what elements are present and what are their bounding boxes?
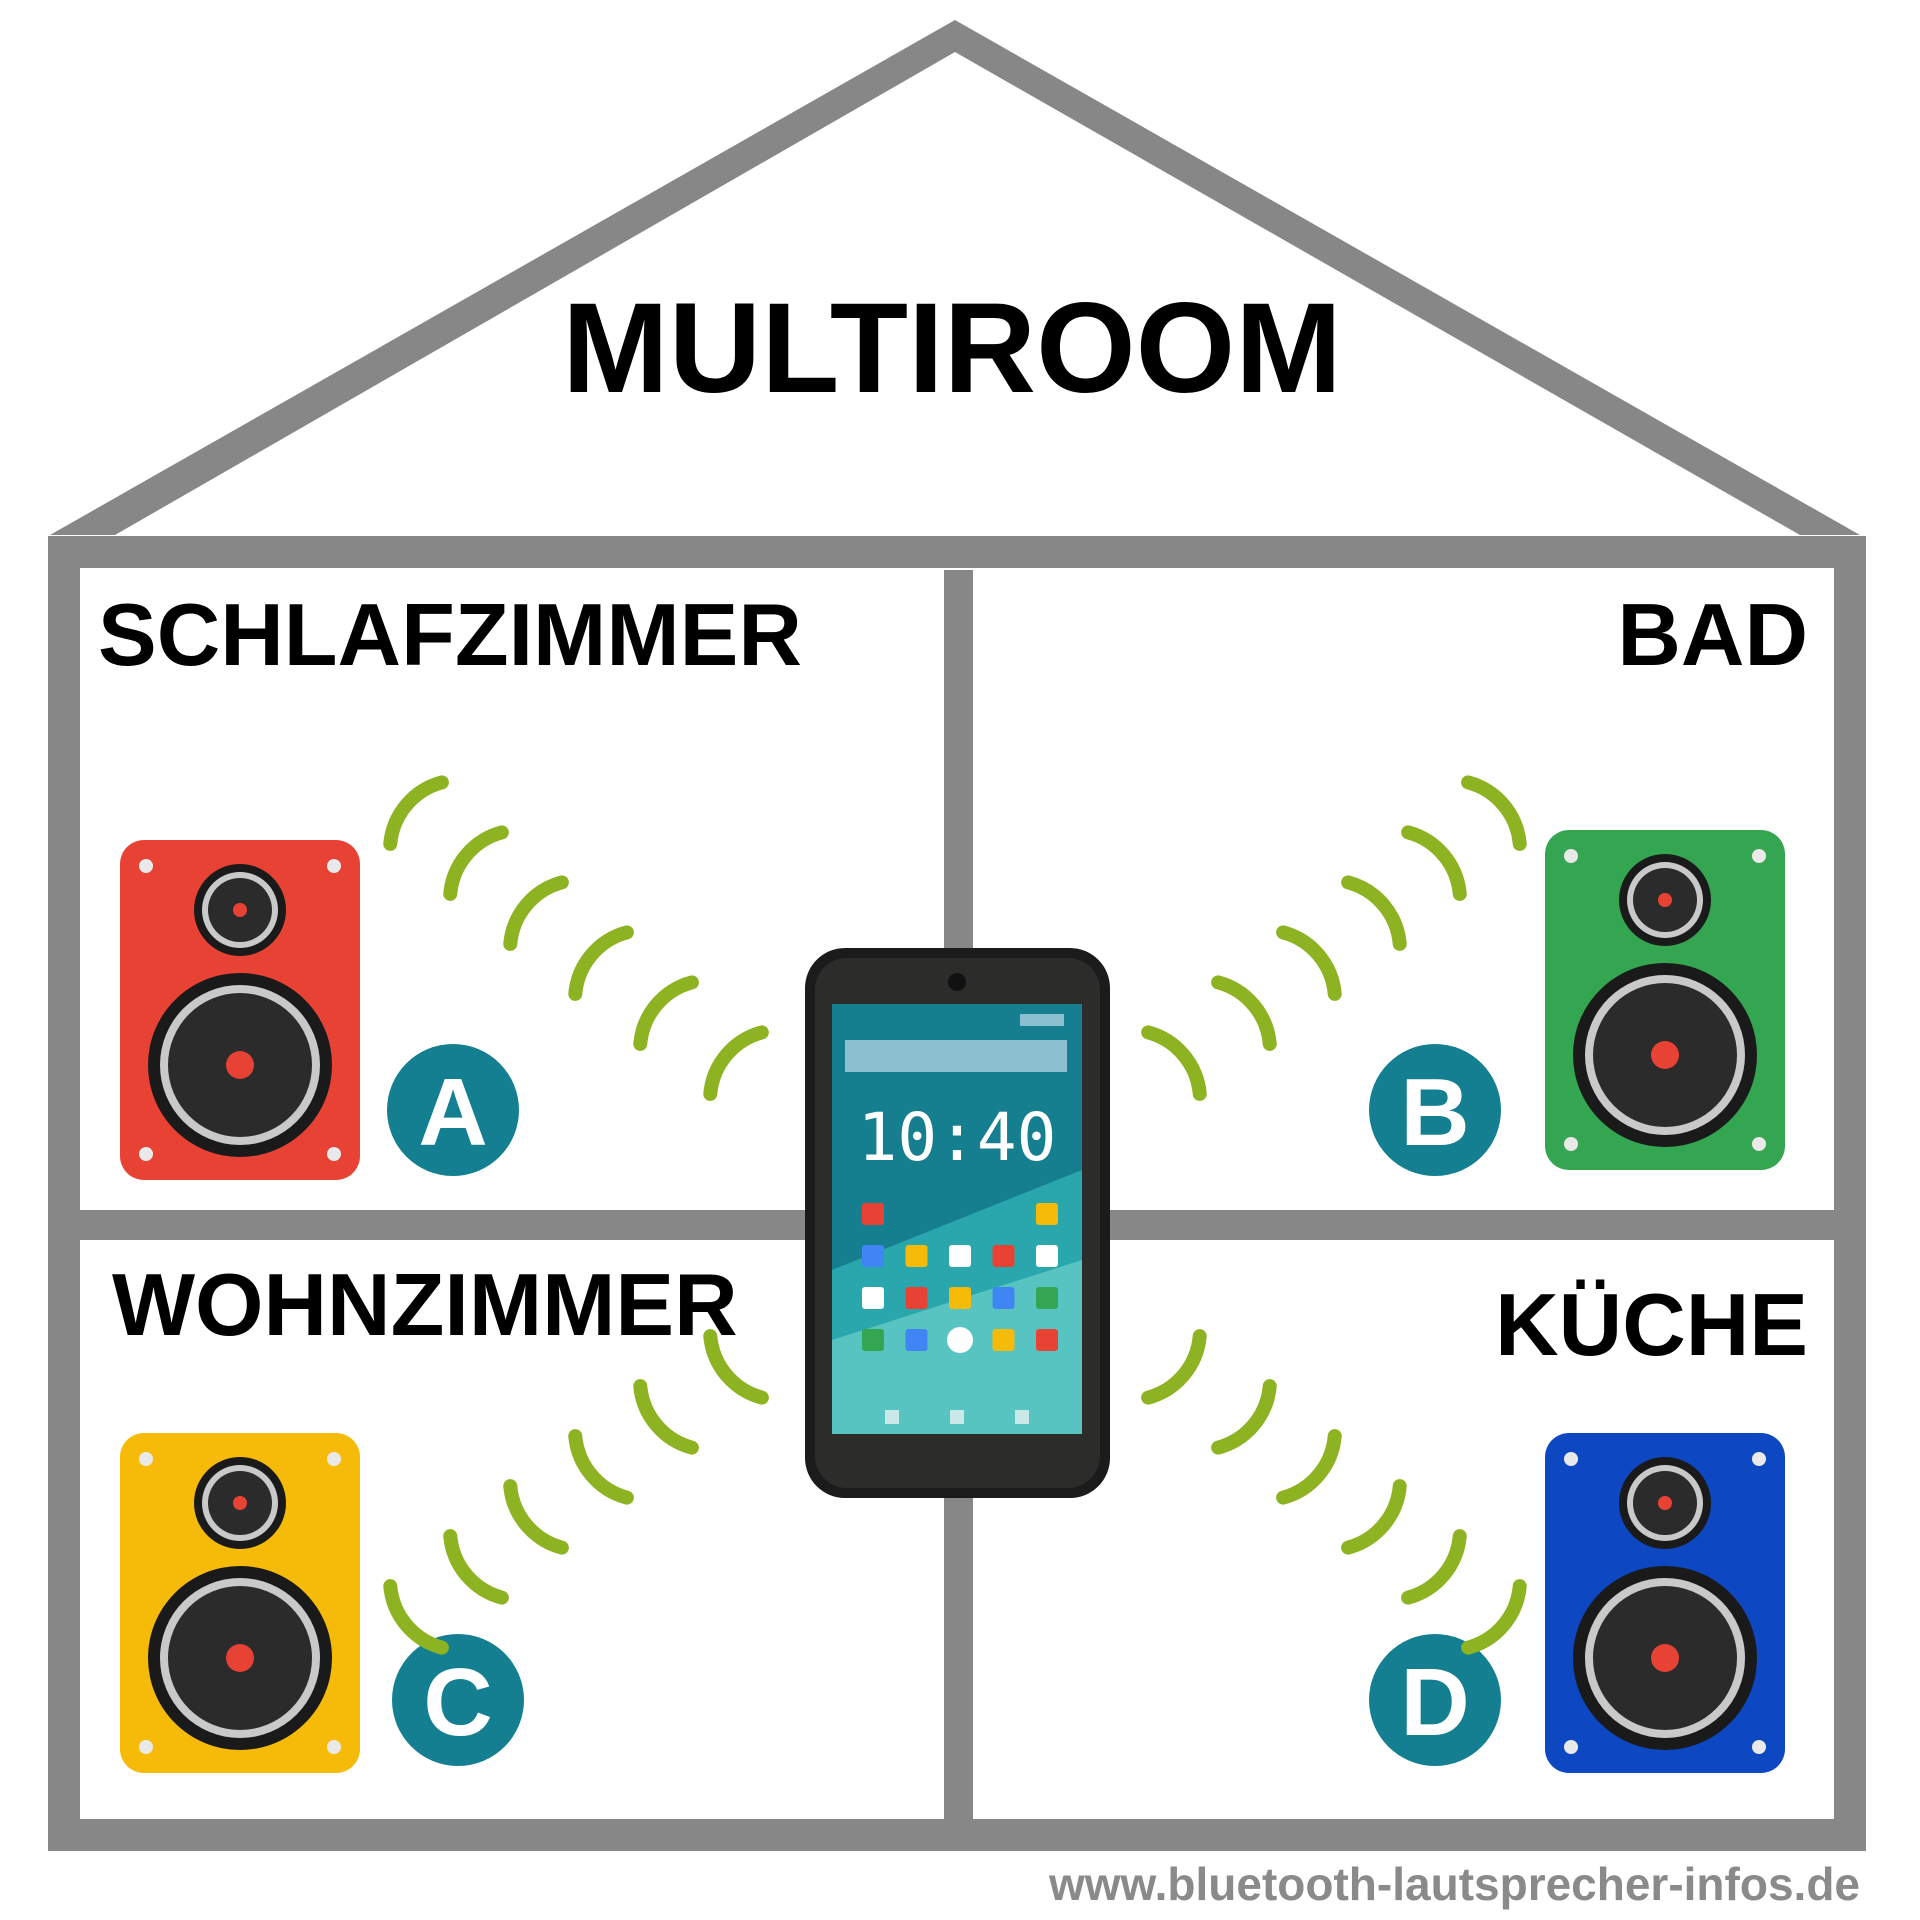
app-icon [947,1327,973,1353]
house-outline [48,536,1866,1851]
speaker-d [1545,1433,1785,1773]
room-label-bad: BAD [1617,585,1808,684]
smartphone: 10:40 [805,948,1110,1498]
wave-arc [1211,1379,1277,1455]
wave-arc [1276,925,1342,1001]
wave-arc [1141,1025,1207,1101]
wave-arc [568,925,634,1001]
wave-arc [1341,1479,1407,1555]
wave-arc [1401,825,1467,901]
app-icon [905,1329,928,1351]
clock-display: 10:40 [858,1099,1057,1176]
badge-c: C [392,1634,524,1766]
wave-arc [1461,775,1527,851]
wave-arc [1401,1529,1467,1605]
badge-a: A [387,1044,519,1176]
app-icon [905,1287,928,1309]
wave-arc [703,1025,769,1101]
app-icon [992,1329,1015,1351]
wave-arc [383,1579,449,1655]
status-bar-indicator [1020,1014,1064,1026]
camera-icon [948,973,966,991]
app-icon [949,1287,971,1309]
badge-d-label: D [1400,1649,1469,1756]
badge-d: D [1369,1634,1501,1766]
wave-arc [568,1429,634,1505]
wave-arc [1276,1429,1342,1505]
app-icon [862,1287,884,1309]
signal-waves [383,775,1527,1655]
wave-arc [1461,1579,1527,1655]
app-icon [992,1245,1015,1267]
speaker-c [120,1433,360,1773]
room-label-schlafzimmer: SCHLAFZIMMER [98,585,802,684]
wave-arc [633,1379,699,1455]
wave-arc [633,975,699,1051]
app-icon [992,1287,1015,1309]
wave-arc [1141,1329,1207,1405]
wave-arc [703,1329,769,1405]
wave-arc [1341,875,1407,951]
website-url: www.bluetooth-lautsprecher-infos.de [1048,1858,1860,1910]
app-icon [862,1203,884,1225]
wave-arc [1211,975,1277,1051]
app-icon [1036,1245,1058,1267]
app-icon [949,1245,971,1267]
room-label-kueche: KÜCHE [1495,1275,1808,1374]
room-label-wohnzimmer: WOHNZIMMER [112,1255,738,1354]
speaker-b [1545,830,1785,1170]
wave-arc [383,775,449,851]
page-title: MULTIROOM [562,277,1342,420]
app-grid [862,1203,1058,1353]
app-icon [905,1245,928,1267]
app-icon [1036,1203,1058,1225]
badge-a-label: A [418,1059,487,1166]
app-icon [1036,1287,1058,1309]
wave-arc [503,875,569,951]
app-icon [1036,1329,1058,1351]
search-bar [845,1040,1067,1072]
app-icon [862,1245,884,1267]
app-icon [862,1329,884,1351]
speaker-a [120,840,360,1180]
badge-c-label: C [423,1649,492,1756]
badge-b: B [1369,1044,1501,1176]
wave-arc [443,825,509,901]
badge-b-label: B [1400,1059,1469,1166]
wave-arc [443,1529,509,1605]
wave-arc [503,1479,569,1555]
